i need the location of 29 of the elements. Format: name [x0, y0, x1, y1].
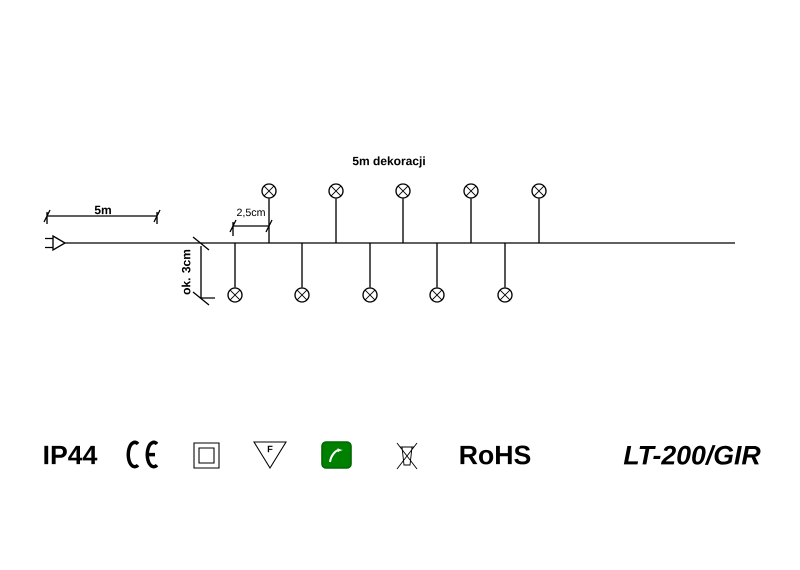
lamp-stem — [369, 243, 371, 288]
lamp-stem — [470, 198, 472, 243]
lamp-symbol — [463, 183, 479, 199]
plug-symbol — [44, 235, 66, 251]
lamp-stem — [402, 198, 404, 243]
label: LT-200/GIR — [624, 445, 760, 465]
lamp-symbol — [531, 183, 547, 199]
lamp-stem — [335, 198, 337, 243]
lamp-stem — [268, 198, 270, 243]
lamp-stem — [234, 243, 236, 288]
lamp-symbol — [328, 183, 344, 199]
lamp-stem — [538, 198, 540, 243]
label: 5m dekoracji — [352, 156, 425, 168]
label: 2,5cm — [237, 208, 265, 218]
wire — [65, 242, 735, 244]
lamp-symbol — [429, 287, 445, 303]
label: RoHS — [460, 446, 530, 464]
lamp-symbol — [261, 183, 277, 199]
label: 5m — [94, 206, 111, 214]
label: IP44 — [44, 446, 98, 464]
lamp-symbol — [227, 287, 243, 303]
lamp-symbol — [395, 183, 411, 199]
lamp-symbol — [294, 287, 310, 303]
label: F — [268, 446, 272, 452]
lamp-stem — [301, 243, 303, 288]
lamp-symbol — [497, 287, 513, 303]
lamp-stem — [436, 243, 438, 288]
lamp-stem — [504, 243, 506, 288]
lamp-symbol — [362, 287, 378, 303]
